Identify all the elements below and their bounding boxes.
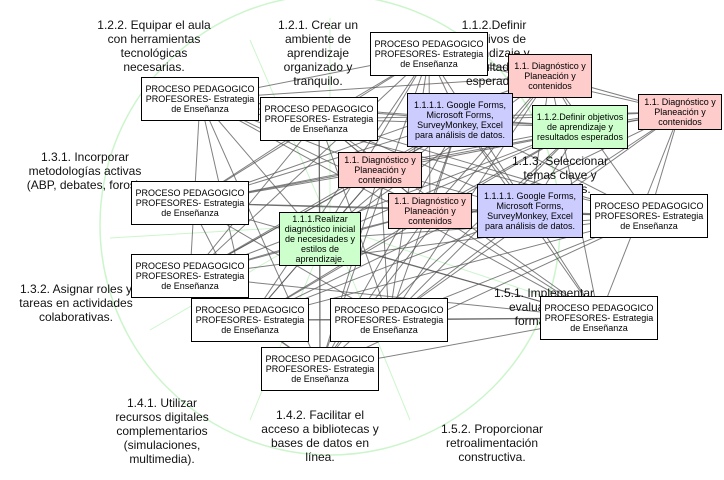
node-proceso-left[interactable]: PROCESO PEDAGOGICO PROFESORES- Estrategi…	[131, 181, 249, 225]
node-google-forms-upper[interactable]: 1.1.1.1. Google Forms, Microsoft Forms, …	[407, 93, 513, 147]
node-proceso-lower-left-text: PROCESO PEDAGOGICO PROFESORES- Estrategi…	[135, 261, 245, 291]
node-proceso-bottom-left-text: PROCESO PEDAGOGICO PROFESORES- Estrategi…	[195, 305, 305, 335]
edge-a-f	[189, 53, 430, 277]
outer-label-1-3-2: 1.3.2. Asignar roles y tareas en activid…	[19, 282, 133, 324]
node-definir-objetivos-text: 1.1.2.Definir objetivos de aprendizaje y…	[536, 112, 624, 142]
node-proceso-upper-left[interactable]: PROCESO PEDAGOGICO PROFESORES- Estrategi…	[141, 77, 259, 121]
node-diagnostico-top-right[interactable]: 1.1. Diagnóstico y Planeación y contenid…	[508, 54, 592, 98]
node-proceso-bottom-center-text: PROCESO PEDAGOGICO PROFESORES- Estrategi…	[334, 305, 444, 335]
outer-label-1-2-1: 1.2.1. Crear un ambiente de aprendizaje …	[277, 18, 359, 88]
outer-label-1-3-1: 1.3.1. Incorporar metodologías activas (…	[26, 150, 144, 192]
node-realizar-diagnostico-text: 1.1.1.Realizar diagnóstico inicial de ne…	[284, 214, 356, 264]
node-proceso-bottom[interactable]: PROCESO PEDAGOGICO PROFESORES- Estrategi…	[261, 347, 379, 391]
node-proceso-center-upper-text: PROCESO PEDAGOGICO PROFESORES- Estrategi…	[264, 104, 374, 134]
node-diagnostico-top-right-text: 1.1. Diagnóstico y Planeación y contenid…	[514, 61, 586, 91]
node-proceso-lower-left[interactable]: PROCESO PEDAGOGICO PROFESORES- Estrategi…	[131, 254, 249, 298]
node-realizar-diagnostico[interactable]: 1.1.1.Realizar diagnóstico inicial de ne…	[279, 212, 361, 266]
edge-c-f	[189, 118, 320, 277]
node-google-forms-upper-text: 1.1.1.1. Google Forms, Microsoft Forms, …	[413, 100, 507, 140]
edge-f-g1	[189, 126, 581, 277]
node-proceso-right[interactable]: PROCESO PEDAGOGICO PROFESORES- Estrategi…	[590, 194, 708, 238]
node-proceso-bottom-text: PROCESO PEDAGOGICO PROFESORES- Estrategi…	[265, 354, 375, 384]
node-google-forms-lower[interactable]: 1.1.1.1. Google Forms, Microsoft Forms, …	[477, 184, 583, 238]
node-diagnostico-far-right[interactable]: 1.1. Diagnóstico y Planeación y contenid…	[638, 94, 722, 130]
node-proceso-center-upper[interactable]: PROCESO PEDAGOGICO PROFESORES- Estrategi…	[260, 97, 378, 141]
node-definir-objetivos[interactable]: 1.1.2.Definir objetivos de aprendizaje y…	[532, 105, 628, 149]
node-google-forms-lower-text: 1.1.1.1. Google Forms, Microsoft Forms, …	[483, 191, 577, 231]
edge-f-i	[189, 275, 600, 319]
node-diagnostico-center[interactable]: 1.1. Diagnóstico y Planeación y contenid…	[338, 152, 422, 188]
node-proceso-bottom-left[interactable]: PROCESO PEDAGOGICO PROFESORES- Estrategi…	[191, 298, 309, 342]
node-proceso-top[interactable]: PROCESO PEDAGOGICO PROFESORES- Estrategi…	[370, 32, 488, 76]
node-diagnostico-center-text: 1.1. Diagnóstico y Planeación y contenid…	[344, 155, 416, 185]
node-proceso-right-text: PROCESO PEDAGOGICO PROFESORES- Estrategi…	[594, 201, 704, 231]
outer-label-1-4-2: 1.4.2. Facilitar el acceso a bibliotecas…	[261, 408, 379, 464]
edge-p2-p3	[379, 111, 681, 171]
node-diagnostico-center-lower-text: 1.1. Diagnóstico y Planeación y contenid…	[394, 196, 466, 226]
outer-label-1-4-1: 1.4.1. Utilizar recursos digitales compl…	[115, 396, 209, 466]
edge-j-p4	[319, 210, 431, 370]
edge-e-j	[319, 215, 650, 370]
node-proceso-top-text: PROCESO PEDAGOGICO PROFESORES- Estrategi…	[374, 39, 484, 69]
node-proceso-bottom-center[interactable]: PROCESO PEDAGOGICO PROFESORES- Estrategi…	[330, 298, 448, 342]
outer-label-1-5-2: 1.5.2. Proporcionar retroalimentación co…	[440, 422, 544, 464]
node-proceso-left-text: PROCESO PEDAGOGICO PROFESORES- Estrategi…	[135, 188, 245, 218]
node-proceso-upper-left-text: PROCESO PEDAGOGICO PROFESORES- Estrategi…	[145, 84, 255, 114]
node-diagnostico-center-lower[interactable]: 1.1. Diagnóstico y Planeación y contenid…	[388, 193, 472, 229]
node-proceso-lower-right[interactable]: PROCESO PEDAGOGICO PROFESORES- Estrategi…	[540, 296, 658, 340]
node-proceso-lower-right-text: PROCESO PEDAGOGICO PROFESORES- Estrategi…	[544, 303, 654, 333]
outer-label-1-2-2: 1.2.2. Equipar el aula con herramientas …	[97, 18, 211, 74]
ring-spoke	[329, 224, 556, 301]
node-diagnostico-far-right-text: 1.1. Diagnóstico y Planeación y contenid…	[644, 97, 716, 127]
